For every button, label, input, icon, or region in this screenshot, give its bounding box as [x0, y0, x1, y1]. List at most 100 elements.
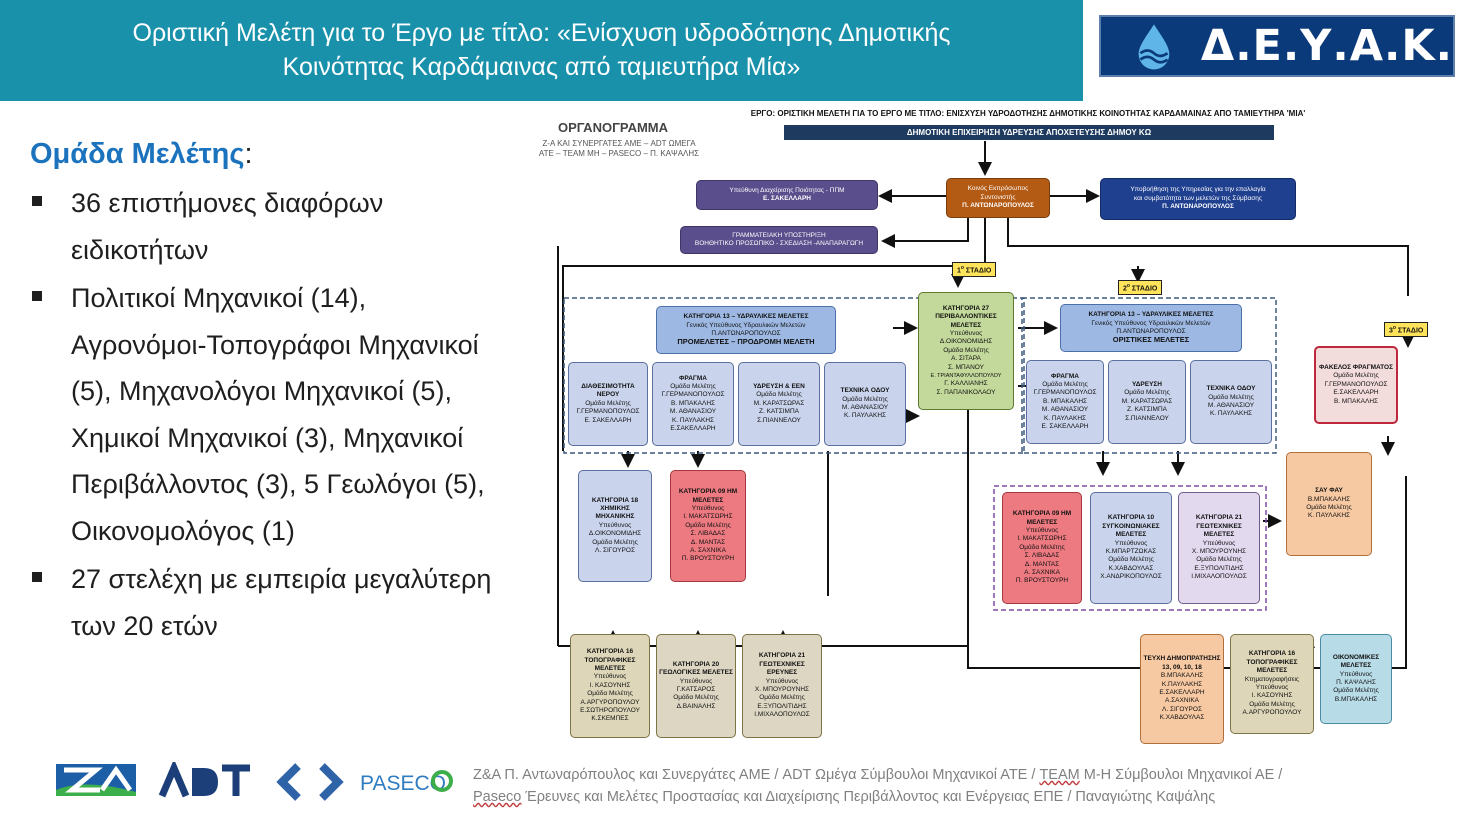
box-line: ΒΟΗΘΗΤΙΚΟ ΠΡΟΣΩΠΙΚΟ - ΣΧΕΔΙΑΣΗ -ΑΝΑΠΑΡΑΓ… — [694, 240, 864, 247]
stage2-number: 2 — [1123, 285, 1127, 293]
box-line: Β. ΜΠΑΚΑΛΗΣ — [670, 399, 716, 407]
box-line: Λ. ΣΙΓΟΥΡΟΣ — [595, 547, 635, 555]
box-line: ΚΑΤΗΓΟΡΙΑ 27 — [942, 304, 990, 312]
box-line: Β. ΜΠΑΚΑΛΗΣ — [1333, 397, 1379, 405]
box-line: Ομάδα Μελέτης — [1019, 543, 1065, 551]
org-subtitle-line2: ΑΤΕ – TEAM MH – PASECO – Π. ΚΑΨΑΛΗΣ — [538, 149, 700, 158]
box-line: Κ. ΠΑΥΛΑΚΗΣ — [1043, 414, 1087, 422]
box-line: Ε.ΣΑΚΕΛΛΑΡΗ — [1159, 689, 1205, 696]
box-line: Α.ΣΑΧΝΙΚΑ — [1164, 697, 1199, 705]
bullet-text: 27 στελέχη με εμπειρία μεγαλύτερη των 20… — [71, 564, 492, 641]
box-line: Ε.ΣΩΤΗΡΟΠΟΥΛΟΥ — [580, 707, 640, 715]
org-authority-box: ΔΗΜΟΤΙΚΗ ΕΠΙΧΕΙΡΗΣΗ ΥΔΡΕΥΣΗΣ ΑΠΟΧΕΤΕΥΣΗΣ… — [784, 125, 1274, 140]
box-line: Π. ΒΡΟΥΣΤΟΥΡΗ — [681, 555, 735, 563]
box-line: ΠΡΟΜΕΛΕΤΕΣ – ΠΡΟΔΡΟΜΗ ΜΕΛΕΤΗ — [677, 337, 815, 347]
box-line: Γενικός Υπεύθυνος Υδραυλικών Μελετών — [686, 321, 806, 329]
road-works-definitive-box: ΤΕΧΝΙΚΑ ΟΔΟΥ Ομάδα Μελέτης Μ. ΑΘΑΝΑΣΙΟΥ … — [1190, 360, 1272, 444]
box-line: Λ. ΣΙΓΟΥΡΟΣ — [1162, 705, 1202, 713]
box-line: Δ.ΟΙΚΟΝΟΜΙΔΗΣ — [588, 530, 642, 538]
footer-text-part: Έρευνες και Μελέτες Προστασίας και Διαχε… — [521, 789, 1216, 805]
box-line: Π. ΒΡΟΥΣΤΟΥΡΗ — [1015, 577, 1069, 585]
partner-logos: PASECO — [56, 762, 453, 801]
box-line: Ομάδα Μελέτης — [1208, 393, 1254, 401]
box-line: Υπεύθυνος — [598, 521, 632, 529]
cat16-topographic-right-box: ΚΑΤΗΓΟΡΙΑ 16 ΤΟΠΟΓΡΑΦΙΚΕΣ ΜΕΛΕΤΕΣ Κτηματ… — [1230, 634, 1314, 734]
box-line: Ε.ΣΑΚΕΛΛΑΡΗ — [1333, 389, 1379, 397]
dam-preliminary-box: ΦΡΑΓΜΑ Ομάδα Μελέτης Γ.ΓΕΡΜΑΝΟΠΟΥΛΟΣ Β. … — [652, 362, 734, 446]
box-line: Χ. ΜΠΟΥΡΟΥΝΗΣ — [754, 686, 810, 693]
box-title: ΤΕΥΧΗ ΔΗΜΟΠΡΑΤΗΣΗΣ 13, 09, 10, 18 — [1143, 655, 1221, 671]
stage1-suffix: ο — [960, 265, 964, 271]
box-title: ΚΑΤΗΓΟΡΙΑ 10 ΣΥΓΚΟΙΝΩΝΙΑΚΕΣ ΜΕΛΕΤΕΣ — [1102, 514, 1160, 539]
cat27-environmental-box: ΚΑΤΗΓΟΡΙΑ 27 ΠΕΡΙΒΑΛΛΟΝΤΙΚΕΣ ΜΕΛΕΤΕΣ Υπε… — [918, 292, 1014, 410]
cat20-geological-box: ΚΑΤΗΓΟΡΙΑ 20 ΓΕΩΛΟΓΙΚΕΣ ΜΕΛΕΤΕΣ Υπεύθυνο… — [656, 634, 736, 738]
box-title: ΤΕΧΝΙΚΑ ΟΔΟΥ — [1206, 385, 1256, 393]
stage3-suffix: ο — [1392, 325, 1396, 331]
box-line: Ι. ΚΑΣΟΥΝΗΣ — [589, 681, 631, 689]
box-line: Γ.ΓΕΡΜΑΝΟΠΟΥΛΟΣ — [1033, 389, 1097, 397]
deyak-logo: Δ.Ε.Υ.Α.Κ. — [1099, 15, 1455, 77]
box-line: Σ.ΠΙΑΝΝΕΛΟΥ — [757, 416, 801, 424]
box-title: ΤΕΧΝΙΚΑ ΟΔΟΥ — [840, 387, 890, 395]
box-line: Γ.ΓΕΡΜΑΝΟΠΟΥΛΟΣ — [576, 408, 640, 416]
cat10-transport-box: ΚΑΤΗΓΟΡΙΑ 10 ΣΥΓΚΟΙΝΩΝΙΑΚΕΣ ΜΕΛΕΤΕΣ Υπεύ… — [1090, 492, 1172, 604]
box-title: ΦΡΑΓΜΑ — [679, 374, 707, 382]
box-line: Ομάδα Μελέτης — [685, 521, 731, 529]
team-heading-colon: : — [244, 138, 253, 170]
water-drop-icon — [1138, 24, 1170, 70]
box-line: Σ. ΛΙΒΑΔΑΣ — [1024, 552, 1060, 560]
box-line: Π.ΑΝΤΩΝΑΡΟΠΟΥΛΟΣ — [711, 330, 781, 337]
box-line: Ομάδα Μελέτης — [1249, 700, 1295, 708]
stage2-suffix: ο — [1126, 283, 1130, 289]
box-line: Β.ΜΠΑΚΑΛΗΣ — [1334, 695, 1378, 703]
box-line: Ε. ΣΑΚΕΛΛΑΡΗ — [1041, 423, 1089, 431]
stage3-word: ΣΤΑΔΙΟ — [1397, 327, 1424, 335]
box-line: Γ. ΚΑΛΛΙΑΝΗΣ — [944, 380, 988, 388]
footer-text-part: Paseco — [473, 789, 522, 805]
box-line: Μ. ΑΘΑΝΑΣΙΟΥ — [669, 408, 717, 416]
box-line: και συμβατότητα των μελετών της Σύμβασης — [1134, 194, 1262, 202]
box-title: ΚΑΤΗΓΟΡΙΑ 21 ΓΕΩΤΕΧΝΙΚΕΣ ΜΕΛΕΤΕΣ — [1195, 514, 1243, 539]
box-line: Υποβοήθηση της Υπηρεσίας για την επαλλαγ… — [1130, 186, 1266, 194]
box-title: ΦΑΚΕΛΟΣ ΦΡΑΓΜΑΤΟΣ — [1319, 363, 1393, 371]
cat21-geotechnical-left-box: ΚΑΤΗΓΟΡΙΑ 21 ΓΕΩΤΕΧΝΙΚΕΣ ΕΡΕΥΝΕΣ Υπεύθυν… — [742, 634, 822, 738]
slide-title-line1: Οριστική Μελέτη για το Έργο με τίτλο: «Ε… — [132, 19, 951, 47]
slide-title: Οριστική Μελέτη για το Έργο με τίτλο: «Ε… — [0, 16, 1083, 84]
box-line: Κ. ΠΑΥΛΑΚΗΣ — [1307, 512, 1351, 520]
box-title: ΚΑΤΗΓΟΡΙΑ 09 ΗΜ ΜΕΛΕΤΕΣ — [678, 488, 738, 504]
box-title: ΚΑΤΗΓΟΡΙΑ 20 ΓΕΩΛΟΓΙΚΕΣ ΜΕΛΕΤΕΣ — [659, 660, 733, 677]
box-title: ΚΑΤΗΓΟΡΙΑ 09 ΗΜ ΜΕΛΕΤΕΣ — [1012, 510, 1072, 526]
stage2-word: ΣΤΑΔΙΟ — [1131, 285, 1158, 293]
box-line: Ομάδα Μελέτης — [1306, 504, 1352, 511]
box-line: Α. ΣΑΧΝΙΚΑ — [1024, 569, 1060, 577]
box-line: Ε. ΣΑΚΕΛΛΑΡΗ — [763, 195, 811, 202]
box-title: ΥΔΡΕΥΣΗ & ΕΕΝ — [753, 382, 805, 390]
cat13-preliminary-box: ΚΑΤΗΓΟΡΙΑ 13 – ΥΔΡΑΥΛΙΚΕΣ ΜΕΛΕΤΕΣ Γενικό… — [656, 306, 836, 354]
org-project-title: ΕΡΓΟ: ΟΡΙΣΤΙΚΗ ΜΕΛΕΤΗ ΓΙΑ ΤΟ ΕΡΓΟ ΜΕ ΤΙΤ… — [750, 109, 1306, 118]
economic-studies-box: ΟΙΚΟΝΟΜΙΚΕΣ ΜΕΛΕΤΕΣ Υπεύθυνος Π. ΚΑΨΑΛΗΣ… — [1320, 634, 1392, 724]
box-line: Κ. ΠΑΥΛΑΚΗΣ — [843, 412, 887, 420]
box-line: Σ. ΠΑΠΑΝΙΚΟΛΑΟΥ — [936, 388, 996, 396]
box-line: Υπεύθυνος — [1202, 539, 1236, 547]
dam-definitive-box: ΦΡΑΓΜΑ Ομάδα Μελέτης Γ.ΓΕΡΜΑΝΟΠΟΥΛΟΣ Β. … — [1026, 360, 1104, 444]
box-line: Α.ΑΡΓΥΡΟΠΟΥΛΟΥ — [1242, 709, 1302, 717]
quality-manager-box: Υπεύθυνη Διαχείρισης Ποιότητας - ΠΠΜ Ε. … — [696, 180, 878, 210]
box-line: Γ.ΓΕΡΜΑΝΟΠΟΥΛΟΣ — [1324, 380, 1388, 388]
box-line: Μ. ΑΘΑΝΑΣΙΟΥ — [1207, 402, 1255, 409]
stage1-label: 1ο ΣΤΑΔΙΟ — [952, 262, 997, 278]
box-title: ΦΡΑΓΜΑ — [1051, 372, 1079, 380]
box-line: Κ.ΧΑΒΔΟΥΛΑΣ — [1108, 564, 1154, 572]
box-title: ΣΑΥ ΦΑΥ — [1315, 487, 1343, 495]
water-supply-preliminary-box: ΥΔΡΕΥΣΗ & ΕΕΝ Ομάδα Μελέτης Μ. ΚΑΡΑΤΣΩΡΑ… — [738, 362, 820, 446]
tender-documents-box: ΤΕΥΧΗ ΔΗΜΟΠΡΑΤΗΣΗΣ 13, 09, 10, 18 Β.ΜΠΑΚ… — [1140, 634, 1224, 744]
box-title: ΚΑΤΗΓΟΡΙΑ 16 ΤΟΠΟΓΡΑΦΙΚΕΣ ΜΕΛΕΤΕΣ — [1246, 650, 1298, 675]
bullet-square-icon — [32, 291, 42, 301]
box-line: Α. ΣΑΧΝΙΚΑ — [690, 547, 726, 555]
support-box: Υποβοήθηση της Υπηρεσίας για την επαλλαγ… — [1100, 178, 1296, 220]
box-line: Ι.ΜΙΧΑΛΟΠΟΥΛΟΣ — [1191, 573, 1247, 581]
box-line: Π.ΑΝΤΩΝΑΡΟΠΟΥΛΟΣ — [1116, 328, 1186, 335]
box-line: Ομάδα Μελέτης — [943, 346, 989, 354]
box-line: Μ. ΑΘΑΝΑΣΙΟΥ — [841, 404, 889, 411]
box-line: Ζ. ΚΑΤΣΙΜΠΑ — [758, 408, 799, 416]
box-line: Ομάδα Μελέτης — [1124, 389, 1170, 397]
